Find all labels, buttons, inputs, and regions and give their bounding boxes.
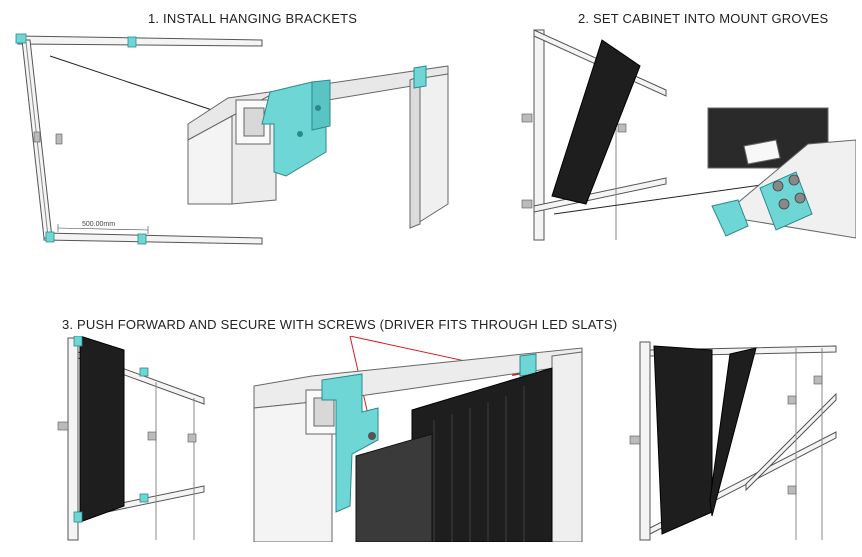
step-1-bracket-holes [297, 105, 321, 137]
step-3-right-illustration [629, 341, 837, 541]
step-3-left-illustration [57, 336, 205, 541]
step-1-illustration: 500.00mm [15, 33, 449, 245]
step-3-middle-frame [253, 347, 583, 542]
step-3-middle-brackets [321, 353, 537, 513]
step-2-illustration [521, 29, 856, 241]
step-3-title: 3. PUSH FORWARD AND SECURE WITH SCREWS (… [62, 317, 618, 332]
step-1-title: 1. INSTALL HANGING BRACKETS [148, 11, 358, 26]
step-2-led-cabinet [551, 39, 641, 205]
step-1-arrow [49, 55, 226, 116]
dimension-marker [57, 224, 149, 234]
step-3-right-lugs [629, 375, 823, 495]
step-1-small-brackets [15, 33, 147, 245]
step-3-middle-illustration [253, 336, 583, 542]
step-3-right-led-cabinets [653, 345, 757, 535]
step-3-left-led-cabinet [79, 336, 125, 523]
step-2-title: 2. SET CABINET INTO MOUNT GROVES [578, 11, 829, 26]
step-2-lugs [521, 113, 627, 209]
step-3-left-lugs [57, 421, 197, 443]
dimension-label: 500.00mm [82, 221, 115, 228]
screw-point [368, 432, 376, 440]
step-3-middle-led-cabinet [355, 367, 553, 542]
step-2-bolts [772, 174, 806, 210]
step-3-left-brackets [73, 336, 149, 523]
step-1-mount-lugs [33, 131, 63, 145]
step-1-large-bracket [261, 65, 427, 177]
